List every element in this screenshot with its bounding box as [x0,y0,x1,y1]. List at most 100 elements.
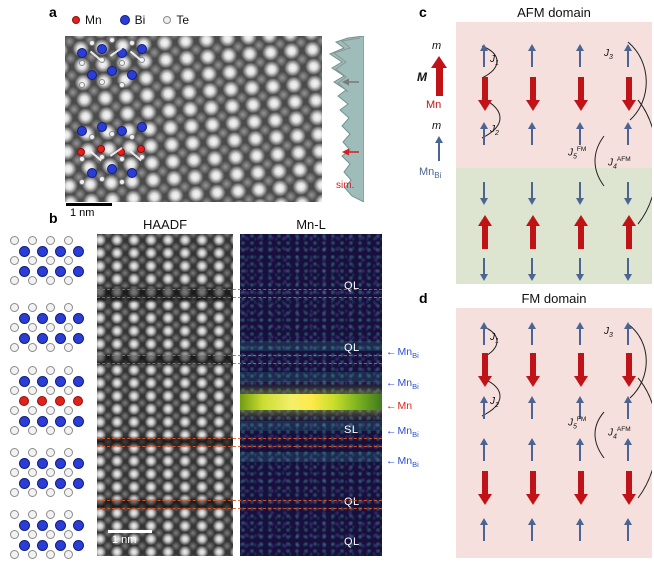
model-atom-te [10,406,19,415]
arrowhead [528,438,536,445]
mnl-title: Mn-L [296,217,326,232]
spin-arrow-mnbi [576,396,584,419]
model-atom-te [28,366,37,375]
model-atom-bi [73,333,84,344]
arrow-shaft [626,329,630,345]
arrowhead [624,122,632,129]
spin-arrow-mn [574,77,588,111]
arrow-shaft [482,182,486,198]
spin-arrow-mnbi [480,438,488,461]
arrow-shaft [530,403,534,419]
arrowhead [480,322,488,329]
overlay-atom-bi [127,70,137,80]
mnbi-base: Mn [419,166,435,178]
model-atom-bi [37,266,48,277]
arrowhead [574,494,588,505]
model-atom-bi [19,458,30,469]
profile-plot [328,35,365,203]
arrowhead [528,322,536,329]
mnbi-signal-band [240,341,382,351]
model-atom-mn [73,396,83,406]
spin-arrow-mnbi [480,122,488,145]
spin-arrow-mnbi [528,122,536,145]
overlay-atom-bi [137,44,147,54]
arrow-shaft [530,258,534,274]
scale-bar-a-label: 1 nm [70,207,95,219]
crystal-structure-models [6,234,92,564]
overlay-atom-te [119,179,125,185]
arrowhead [435,136,443,143]
simulated-profile-curve [332,37,361,93]
layer-boundary-dashed-line [97,508,382,509]
coupling-sub: 4 [613,163,617,171]
arrowhead [528,44,536,51]
model-atom-bi [73,246,84,257]
arrow-shaft [482,329,486,345]
arrow-shaft [578,329,582,345]
model-atom-te [46,488,55,497]
model-atom-te [46,406,55,415]
arrowhead [480,396,488,403]
arrow-shaft [530,129,534,145]
model-atom-bi [37,540,48,551]
layer-label-sl: SL [344,424,359,436]
coupling-label-j2: J2 [490,396,499,409]
arrow-shaft [578,445,582,461]
legend-item-bi: Bi [119,13,145,27]
arrow-shaft [626,226,632,249]
coupling-label-j4: J4AFM [608,426,631,441]
overlay-atom-bi [87,168,97,178]
model-atom-te [28,386,37,395]
moment-m-bottom-label: m [432,120,442,132]
model-atom-te [64,468,73,477]
arrow-shaft [482,353,488,376]
overlay-atom-mn [137,145,145,153]
map-annotation: ←MnBi [386,377,419,391]
overlay-atom-mn [77,148,85,156]
model-atom-bi [55,246,66,257]
arrowhead [574,215,588,226]
spin-arrow-mnbi [624,258,632,281]
arrow-shaft [437,143,441,161]
model-atom-bi [73,520,84,531]
arrow-shaft [578,258,582,274]
coupling-sub: 2 [495,402,499,409]
model-atom-te [10,488,19,497]
arrowhead [576,322,584,329]
model-atom-bi [19,266,30,277]
spin-arrow-mnbi [576,322,584,345]
overlay-atom-bi [87,70,97,80]
model-atom-te [28,343,37,352]
coupling-label-j1: J1 [490,332,499,345]
model-atom-te [10,468,19,477]
legend-item-mn: Mn [72,13,102,27]
overlay-atom-te [79,179,85,185]
spin-arrow-mnbi [480,396,488,419]
overlay-atom-te [129,40,135,46]
arrow-shaft [578,77,584,100]
annotation-label: Mn [397,377,413,389]
model-atom-bi [19,416,30,427]
intensity-profile: sim. [322,35,365,203]
model-atom-te [28,488,37,497]
overlay-atom-bi [97,122,107,132]
haadf-title: HAADF [142,217,188,232]
model-atom-te [64,366,73,375]
arrowhead [576,274,584,281]
annotation-label: Mn [397,425,413,437]
spin-arrow-mn [622,215,636,249]
model-atom-te [28,550,37,559]
arrow-shaft [578,353,584,376]
model-atom-te [28,406,37,415]
spin-arrow-mnbi [528,396,536,419]
arrowhead [576,438,584,445]
arrow-shaft [578,51,582,67]
arrowhead [528,518,536,525]
spin-arrow-mnbi [576,518,584,541]
model-atom-te [64,426,73,435]
overlay-atom-bi [77,126,87,136]
arrowhead [480,44,488,51]
model-atom-bi [37,520,48,531]
layer-label-ql1: QL [344,280,360,292]
arrow-shaft [530,182,534,198]
